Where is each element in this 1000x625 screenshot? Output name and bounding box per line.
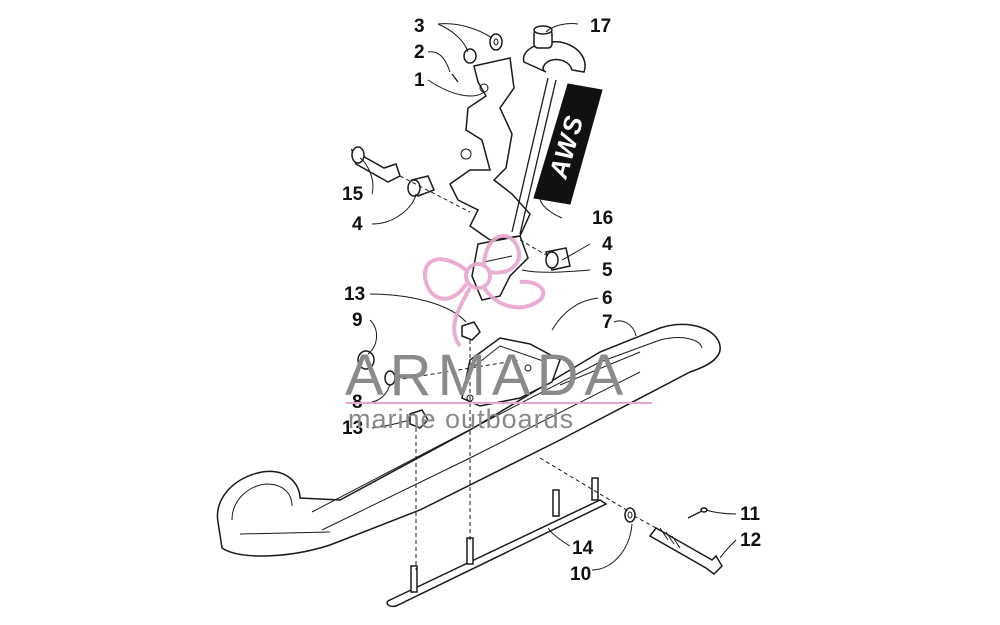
watermark: ARMADA marine outboards — [345, 233, 652, 434]
callout-13-bottom: 13 — [342, 418, 363, 439]
propeller-logo — [422, 233, 546, 348]
callout-14: 14 — [572, 538, 594, 559]
callout-1: 1 — [414, 70, 425, 91]
watermark-subtitle: marine outboards — [348, 404, 574, 434]
callout-15: 15 — [342, 184, 364, 205]
callout-17: 17 — [590, 16, 611, 37]
decal: AWS — [533, 83, 603, 205]
callout-3: 3 — [414, 16, 425, 37]
callout-12: 12 — [740, 530, 761, 551]
callouts: 3 2 1 17 15 4 16 4 5 6 7 13 9 8 13 14 10… — [342, 16, 761, 585]
callout-5: 5 — [602, 260, 613, 281]
callout-11: 11 — [740, 504, 761, 525]
callout-4-right: 4 — [602, 234, 613, 255]
hardware — [350, 33, 723, 575]
wear-bar — [386, 477, 608, 608]
callout-9: 9 — [352, 310, 363, 331]
ski — [216, 323, 721, 557]
spindle-shaft — [511, 25, 586, 235]
leader-lines — [359, 23, 737, 571]
callout-13-top: 13 — [344, 284, 365, 305]
watermark-title: ARMADA — [345, 343, 629, 408]
callout-16: 16 — [592, 208, 613, 229]
callout-6: 6 — [602, 288, 613, 309]
callout-7: 7 — [602, 312, 613, 333]
assembly-lines — [395, 175, 657, 570]
callout-2: 2 — [414, 42, 425, 63]
callout-4-left: 4 — [352, 214, 363, 235]
callout-10: 10 — [570, 564, 591, 585]
